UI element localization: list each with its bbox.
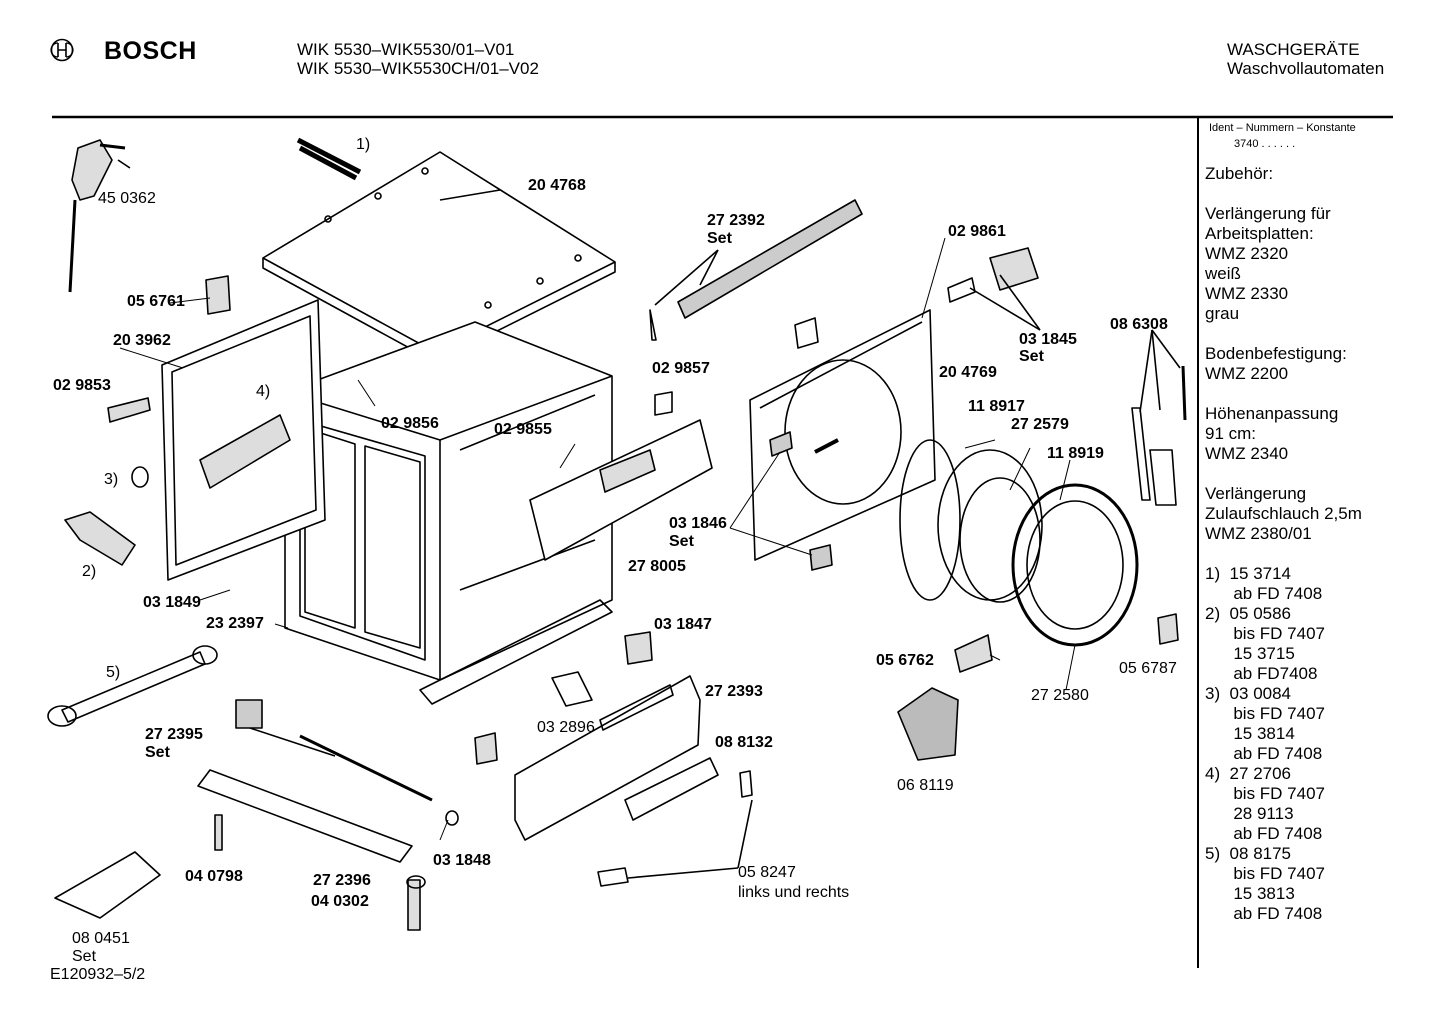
sidebar-line	[1205, 544, 1362, 564]
part-label-272392-set: Set	[707, 230, 732, 247]
part-label-204769: 20 4769	[939, 364, 997, 381]
part-label-080451: 08 0451	[72, 930, 130, 947]
part-label-058247: 05 8247	[738, 864, 796, 881]
part-label-029856: 02 9856	[381, 415, 439, 432]
part-label-029855: 02 9855	[494, 421, 552, 438]
sidebar-line: Arbeitsplatten:	[1205, 224, 1314, 243]
part-label-029853: 02 9853	[53, 377, 111, 394]
sidebar-line: weiß	[1205, 264, 1241, 283]
sidebar-line: Verlängerung	[1205, 484, 1307, 503]
sidebar-line: bis FD 7407	[1205, 784, 1325, 803]
part-label-086308: 08 6308	[1110, 316, 1168, 333]
sidebar-line: Zulaufschlauch 2,5m	[1205, 504, 1362, 523]
part-label-note-1: 1)	[356, 136, 371, 153]
sidebar-line: Zubehör:	[1205, 164, 1274, 183]
sidebar-line: 2) 05 0586	[1205, 604, 1292, 623]
part-label-272395-set: Set	[145, 744, 170, 761]
part-label-note-2: 2)	[82, 563, 97, 580]
sidebar-line	[1205, 464, 1362, 484]
sidebar-line: Bodenbefestigung:	[1205, 344, 1347, 363]
sidebar-line: 1) 15 3714	[1205, 564, 1292, 583]
part-label-278005: 27 8005	[628, 558, 686, 575]
sidebar-line: 15 3813	[1205, 884, 1295, 903]
part-label-088132: 08 8132	[715, 734, 773, 751]
sidebar-line: Verlängerung für	[1205, 204, 1331, 223]
part-label-272579: 27 2579	[1011, 416, 1069, 433]
part-label-056762: 05 6762	[876, 652, 934, 669]
part-label-note-3: 3)	[104, 471, 119, 488]
part-label-note-4: 4)	[256, 383, 271, 400]
sidebar-line: 3) 03 0084	[1205, 684, 1292, 703]
drawing-number: E120932–5/2	[50, 966, 146, 983]
part-label-204768: 20 4768	[528, 177, 586, 194]
part-label-232397: 23 2397	[206, 615, 264, 632]
sidebar-line: WMZ 2380/01	[1205, 524, 1312, 543]
sidebar-line	[1205, 184, 1362, 204]
part-label-272395: 27 2395	[145, 726, 203, 743]
sidebar-line: bis FD 7407	[1205, 864, 1325, 883]
part-label-040302: 04 0302	[311, 893, 369, 910]
category-line-2: Waschvollautomaten	[1227, 59, 1385, 78]
model-line-2: WIK 5530–WIK5530CH/01–V02	[297, 59, 539, 78]
part-label-031845-set: Set	[1019, 348, 1044, 365]
part-label-031845: 03 1845	[1019, 331, 1077, 348]
sidebar-line: 4) 27 2706	[1205, 764, 1292, 783]
ident-value: 3740 . . . . . .	[1234, 138, 1296, 150]
part-label-068119: 06 8119	[897, 777, 954, 794]
sidebar-line: grau	[1205, 304, 1240, 323]
sidebar-line: WMZ 2340	[1205, 444, 1289, 463]
part-label-031848: 03 1848	[433, 852, 491, 869]
part-label-058247-note: links und rechts	[738, 884, 850, 901]
ident-title: Ident – Nummern – Konstante	[1209, 122, 1356, 134]
part-label-450362: 45 0362	[98, 190, 156, 207]
part-label-031847: 03 1847	[654, 616, 712, 633]
brand-name: BOSCH	[104, 37, 197, 65]
part-label-029861: 02 9861	[948, 223, 1006, 240]
part-label-031846-set: Set	[669, 533, 694, 550]
part-label-118919: 11 8919	[1047, 445, 1104, 462]
sidebar-line: Höhenanpassung	[1205, 404, 1339, 423]
part-label-029857: 02 9857	[652, 360, 710, 377]
sidebar-line: bis FD 7407	[1205, 704, 1325, 723]
sidebar-line: 15 3715	[1205, 644, 1295, 663]
part-label-272396: 27 2396	[313, 872, 371, 889]
bosch-logo-icon	[50, 38, 74, 62]
sidebar-line: ab FD7408	[1205, 664, 1318, 683]
sidebar-line: ab FD 7408	[1205, 584, 1323, 603]
part-label-056787: 05 6787	[1119, 660, 1177, 677]
part-label-056761: 05 6761	[127, 293, 185, 310]
sidebar-line: ab FD 7408	[1205, 744, 1323, 763]
part-label-080451-set: Set	[72, 948, 97, 965]
sidebar-line: bis FD 7407	[1205, 624, 1325, 643]
sidebar-line: 91 cm:	[1205, 424, 1257, 443]
accessory-list: Zubehör: Verlängerung für Arbeitsplatten…	[1205, 164, 1362, 924]
sidebar-line: 28 9113	[1205, 804, 1294, 823]
part-label-note-5: 5)	[106, 664, 121, 681]
part-label-031846: 03 1846	[669, 515, 727, 532]
part-label-118917: 11 8917	[968, 398, 1025, 415]
part-label-272393: 27 2393	[705, 683, 763, 700]
sidebar-line	[1205, 384, 1362, 404]
part-label-040798: 04 0798	[185, 868, 243, 885]
part-label-032896: 03 2896	[537, 719, 595, 736]
part-label-203962: 20 3962	[113, 332, 171, 349]
sidebar-line: ab FD 7408	[1205, 824, 1323, 843]
sidebar-line: WMZ 2200	[1205, 364, 1289, 383]
sidebar-line: 15 3814	[1205, 724, 1295, 743]
sidebar-line: 5) 08 8175	[1205, 844, 1292, 863]
category-line-1: WASCHGERÄTE	[1227, 40, 1360, 59]
part-label-031849: 03 1849	[143, 594, 201, 611]
sidebar-line: ab FD 7408	[1205, 904, 1323, 923]
part-label-272392: 27 2392	[707, 212, 765, 229]
sidebar-line: WMZ 2320	[1205, 244, 1289, 263]
model-line-1: WIK 5530–WIK5530/01–V01	[297, 40, 515, 59]
sidebar-line	[1205, 324, 1362, 344]
part-label-272580: 27 2580	[1031, 687, 1089, 704]
sidebar-line: WMZ 2330	[1205, 284, 1289, 303]
